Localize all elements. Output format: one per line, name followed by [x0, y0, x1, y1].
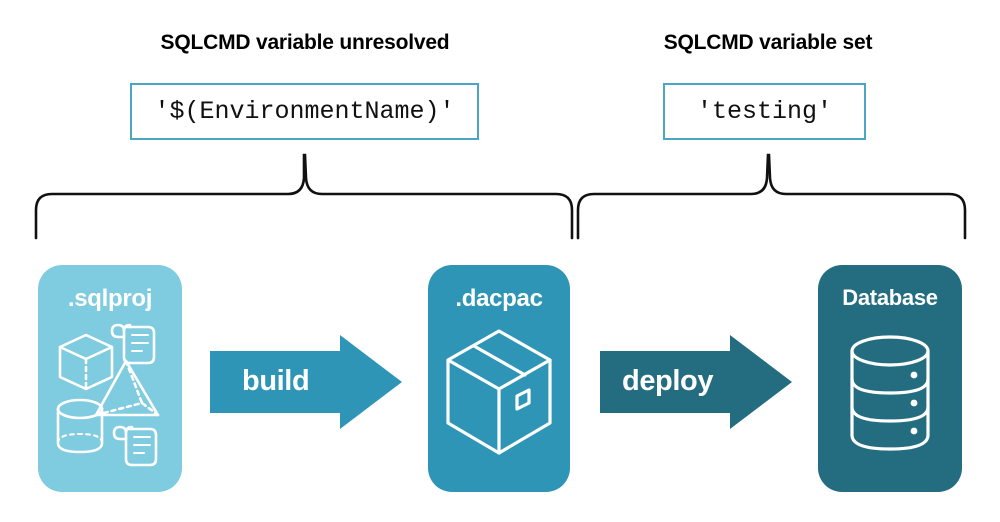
dacpac-artwork — [446, 329, 552, 455]
stage-box-database: Database — [818, 265, 962, 492]
value-box-environment-name: '$(EnvironmentName)' — [130, 83, 479, 140]
package-box-icon — [446, 329, 552, 455]
stage-label-dacpac: .dacpac — [455, 285, 543, 312]
brace-left-icon — [34, 153, 574, 240]
arrow-deploy-shape — [600, 335, 792, 429]
stage-label-database: Database — [842, 285, 938, 310]
cube-icon — [58, 333, 114, 391]
stage-box-sqlproj: .sqlproj — [38, 265, 182, 492]
brace-right-icon — [576, 153, 967, 240]
sqlproj-artwork — [56, 323, 160, 467]
heading-sqlcmd-variable-unresolved: SQLCMD variable unresolved — [160, 31, 450, 54]
arrow-deploy: deploy — [600, 335, 792, 429]
arrow-label-deploy: deploy — [622, 365, 714, 397]
scroll-icon — [110, 323, 156, 365]
arrow-right-icon — [600, 335, 792, 429]
arrow-build: build — [210, 335, 402, 429]
arrow-build-shape — [210, 335, 402, 429]
value-box-testing: 'testing' — [663, 83, 866, 140]
pyramid-icon — [94, 359, 160, 417]
scroll-icon — [112, 425, 158, 467]
database-cylinder-icon — [850, 335, 930, 451]
cylinder-icon — [56, 398, 104, 454]
stage-box-dacpac: .dacpac — [428, 265, 570, 492]
database-artwork — [850, 335, 930, 451]
arrow-right-icon — [210, 335, 402, 429]
heading-sqlcmd-variable-set: SQLCMD variable set — [663, 31, 873, 54]
stage-label-sqlproj: .sqlproj — [67, 285, 153, 312]
arrow-label-build: build — [242, 365, 310, 397]
